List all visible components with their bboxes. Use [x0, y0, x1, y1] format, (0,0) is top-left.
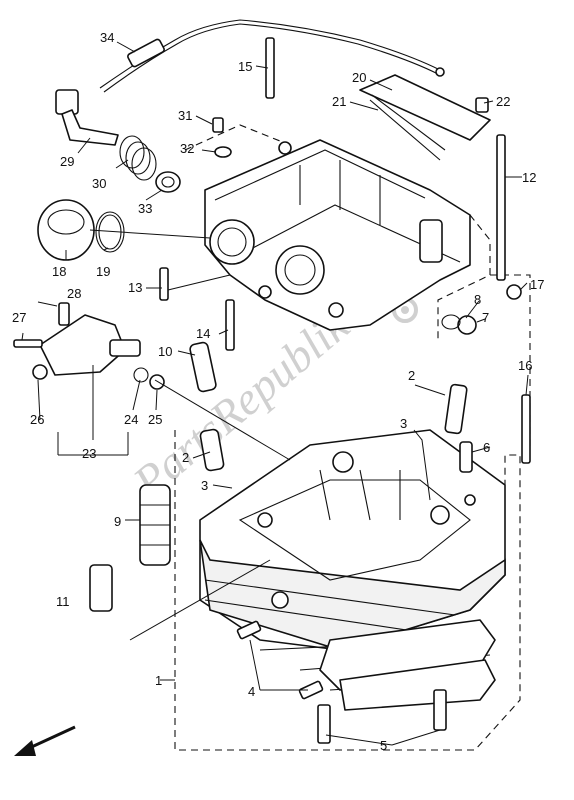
cylinder-head: [199, 429, 506, 711]
tachometer-gear-assembly: [32, 314, 165, 390]
callout-24: 24: [124, 412, 138, 427]
callout-15: 15: [238, 59, 252, 74]
callout-5: 5: [380, 738, 387, 753]
callout-23: 23: [82, 446, 96, 461]
callout-1: 1: [155, 673, 162, 688]
callout-14: 14: [196, 326, 210, 341]
callout-22: 22: [496, 94, 510, 109]
callout-29: 29: [60, 154, 74, 169]
throttle-cable: [99, 19, 445, 93]
callout-34: 34: [100, 30, 114, 45]
callout-19: 19: [96, 264, 110, 279]
callout-10: 10: [158, 344, 172, 359]
valve-guides: [189, 341, 473, 473]
callout-2b: 2: [182, 450, 189, 465]
callout-18: 18: [52, 264, 66, 279]
callout-12: 12: [522, 170, 536, 185]
callout-30: 30: [92, 176, 106, 191]
callout-33: 33: [138, 201, 152, 216]
bolts-and-studs: [13, 37, 531, 744]
decompression-lever: [55, 89, 119, 146]
cylinder-head-boundary: [174, 430, 521, 751]
head-cover-boundary: [184, 124, 491, 340]
callout-9: 9: [114, 514, 121, 529]
leader-lines: [21, 41, 529, 746]
cylinder-head-cover: [204, 139, 471, 331]
callout-28: 28: [67, 286, 81, 301]
callout-6: 6: [483, 440, 490, 455]
callout-31: 31: [178, 108, 192, 123]
callout-4: 4: [248, 684, 255, 699]
callout-17: 17: [530, 277, 544, 292]
plugs-and-cap: [89, 284, 522, 612]
callout-3b: 3: [201, 478, 208, 493]
callout-16: 16: [518, 358, 532, 373]
cover-gasket-20-21: [359, 74, 491, 161]
callout-2: 2: [408, 368, 415, 383]
callout-7: 7: [482, 310, 489, 325]
callout-13: 13: [128, 280, 142, 295]
callout-3: 3: [400, 416, 407, 431]
callout-11: 11: [56, 594, 70, 609]
callout-8: 8: [474, 292, 481, 307]
callout-27: 27: [12, 310, 26, 325]
arrow-front-icon: [14, 725, 76, 756]
oil-seal-33: [155, 171, 181, 193]
callout-21: 21: [332, 94, 346, 109]
torsion-spring: [119, 135, 157, 181]
callout-20: 20: [352, 70, 366, 85]
callout-labels: 1 2 2 3 3 4 5 6 7 8 9 10 11 12 13 14 15 …: [12, 30, 544, 753]
callout-26: 26: [30, 412, 44, 427]
callout-32: 32: [180, 141, 194, 156]
callout-25: 25: [148, 412, 162, 427]
